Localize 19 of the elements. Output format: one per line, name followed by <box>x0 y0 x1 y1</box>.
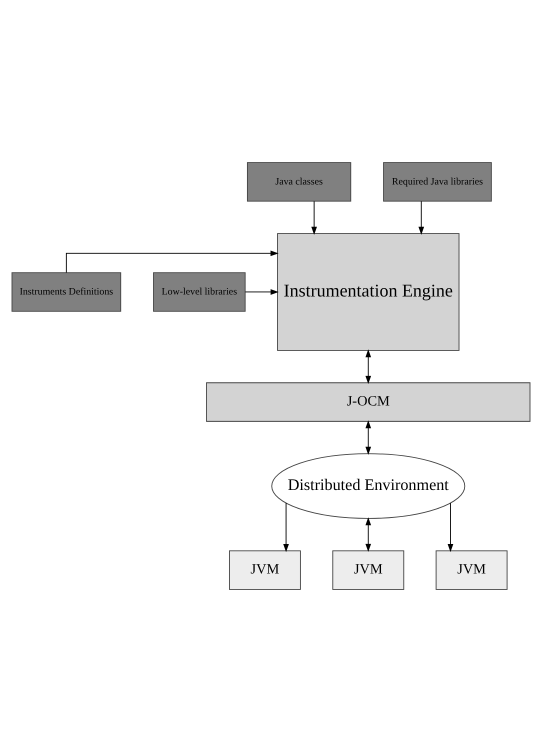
arrow <box>66 250 279 273</box>
arrow <box>245 289 279 295</box>
node-box: JVM <box>332 550 404 590</box>
arrow <box>311 200 317 235</box>
node-box: Required Java libraries <box>383 162 492 202</box>
arrow <box>365 517 372 552</box>
arrow <box>365 420 372 455</box>
arrow <box>283 502 289 552</box>
node-box: Low-level libraries <box>153 272 246 312</box>
node-box: J-OCM <box>206 382 530 422</box>
node-box: Instruments Definitions <box>12 272 122 312</box>
arrow <box>418 200 424 235</box>
node-box: Java classes <box>246 162 352 202</box>
node-box: Instrumentation Engine <box>277 233 460 351</box>
node-ellipse: Distributed Environment <box>271 453 466 519</box>
node-box: JVM <box>229 550 301 590</box>
arrow <box>365 349 372 384</box>
arrow <box>448 502 454 552</box>
node-box: JVM <box>436 550 508 590</box>
